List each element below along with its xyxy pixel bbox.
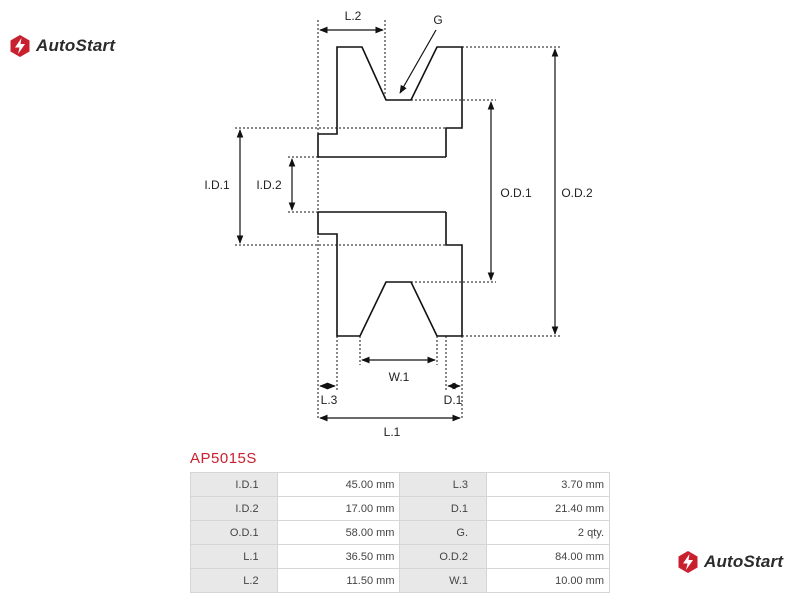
spec-value: 17.00 mm [276,496,401,521]
label-l1: L.1 [384,425,401,439]
spec-value: 2 qty. [486,520,610,545]
spec-value: 36.50 mm [276,544,401,569]
spec-value: 58.00 mm [276,520,401,545]
spec-value: 3.70 mm [486,472,610,497]
specs-table: I.D.1 45.00 mm L.3 3.70 mm I.D.2 17.00 m… [190,472,610,593]
brand-logo-bottom: AutoStart [676,550,783,574]
autostart-logo-icon [678,551,698,573]
spec-label: I.D.2 [190,496,278,521]
spec-label: O.D.2 [399,544,488,569]
spec-label: L.3 [399,472,488,497]
table-row: I.D.1 45.00 mm L.3 3.70 mm [190,472,610,497]
pulley-outline-top [317,46,463,157]
spec-value: 10.00 mm [486,568,610,593]
spec-label: O.D.1 [190,520,278,545]
table-row: L.2 11.50 mm W.1 10.00 mm [190,568,610,593]
extension-lines [235,20,560,420]
dimension-arrows [236,26,559,422]
label-d1: D.1 [444,393,463,407]
spec-value: 45.00 mm [276,472,401,497]
label-l3: L.3 [321,393,338,407]
spec-value: 11.50 mm [276,568,401,593]
label-l2: L.2 [345,9,362,23]
autostart-logo-icon [10,35,30,57]
table-row: L.1 36.50 mm O.D.2 84.00 mm [190,544,610,569]
label-g: G [433,13,442,27]
label-w1: W.1 [389,370,410,384]
brand-logo-top: AutoStart [8,34,115,58]
spec-label: L.2 [190,568,278,593]
label-id1: I.D.1 [204,178,230,192]
part-number: AP5015S [190,450,257,467]
spec-label: I.D.1 [190,472,278,497]
label-od2: O.D.2 [561,186,593,200]
label-od1: O.D.1 [500,186,532,200]
pulley-outline-bottom [317,212,463,337]
spec-label: D.1 [399,496,488,521]
table-row: O.D.1 58.00 mm G. 2 qty. [190,520,610,545]
spec-label: W.1 [399,568,488,593]
pulley-drawing: L.2 G I.D.1 I.D.2 O.D.1 O.D.2 W.1 L.3 D.… [204,9,593,439]
spec-value: 21.40 mm [486,496,610,521]
brand-name: AutoStart [36,36,116,55]
spec-label: G. [399,520,488,545]
table-row: I.D.2 17.00 mm D.1 21.40 mm [190,496,610,521]
brand-name: AutoStart [704,552,784,571]
label-id2: I.D.2 [256,178,282,192]
spec-value: 84.00 mm [486,544,610,569]
spec-label: L.1 [190,544,278,569]
